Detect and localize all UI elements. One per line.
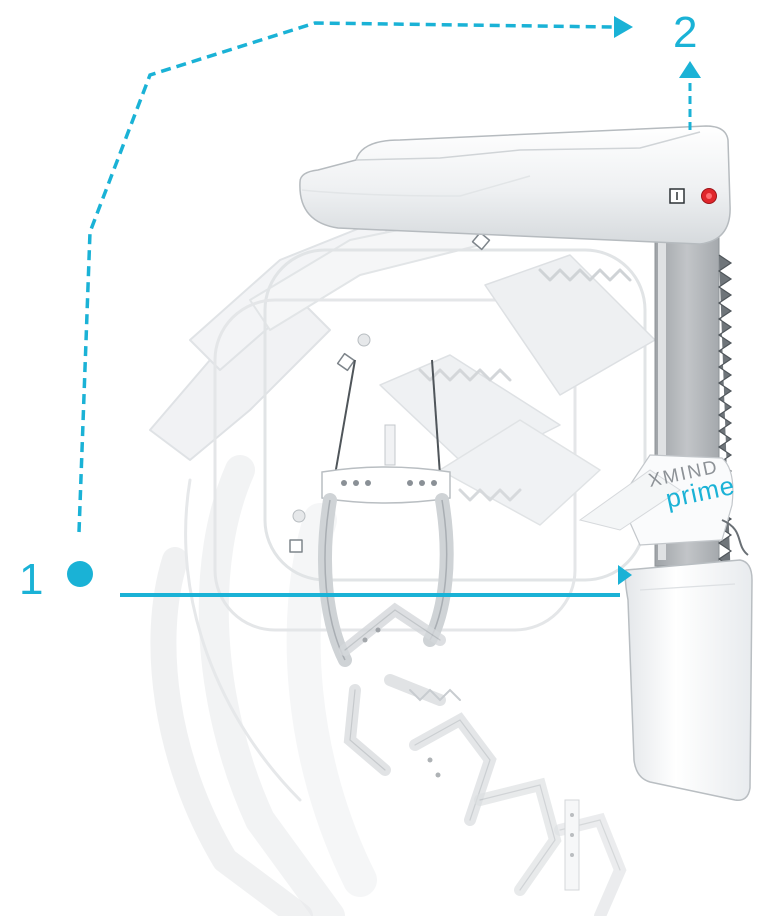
ghost-dot-2 [358, 334, 370, 346]
end-label: 2 [673, 8, 697, 57]
start-point-icon [67, 561, 93, 587]
start-label: 1 [19, 555, 43, 604]
arrow-right-icon [614, 16, 633, 38]
ghost-marker-2 [338, 354, 355, 371]
head-holder-base [322, 467, 450, 503]
top-arm [300, 126, 730, 244]
arrow-up-icon [679, 61, 701, 78]
ghost-chin-rests [345, 610, 620, 916]
ghost-sensor-sheet-1 [485, 255, 655, 395]
ghost-marker-3 [290, 540, 302, 552]
ghost-dot-3 [293, 510, 305, 522]
sensor-housing [625, 560, 752, 800]
